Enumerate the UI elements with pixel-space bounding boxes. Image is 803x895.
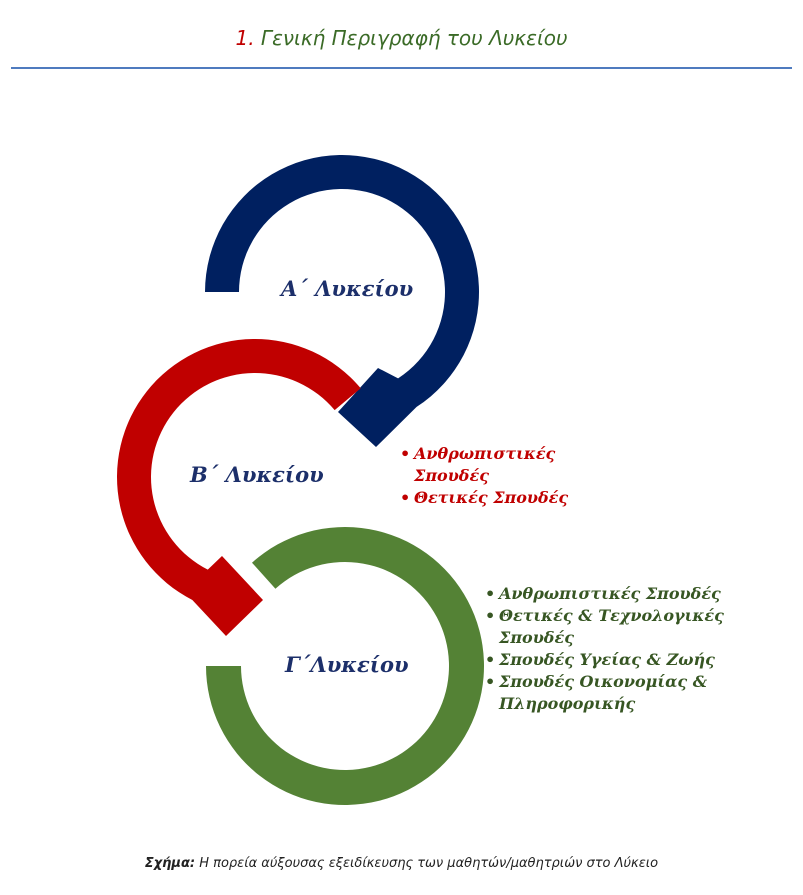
list-item: Ανθρωπιστικές Σπουδές — [400, 443, 600, 487]
stage-a-label: Α΄ Λυκείου — [281, 276, 414, 301]
list-item: Ανθρωπιστικές Σπουδές — [485, 583, 745, 605]
figure-caption: Σχήμα: Η πορεία αύξουσας εξειδίκευσης τω… — [0, 856, 803, 871]
stage-c-label: Γ΄Λυκείου — [285, 652, 409, 677]
section-title-text: Γενική Περιγραφή του Λυκείου — [260, 26, 568, 50]
section-title: 1. Γενική Περιγραφή του Λυκείου — [0, 26, 803, 50]
stage-b-specializations: Ανθρωπιστικές Σπουδές Θετικές Σπουδές — [400, 443, 600, 509]
stage-c-specializations: Ανθρωπιστικές Σπουδές Θετικές & Τεχνολογ… — [485, 583, 745, 715]
list-item: Θετικές Σπουδές — [400, 487, 600, 509]
title-divider — [11, 67, 792, 69]
stage-b-label: Β΄ Λυκείου — [190, 462, 324, 487]
list-item: Σπουδές Υγείας & Ζωής — [485, 649, 745, 671]
stage-a-arrow — [205, 155, 479, 448]
caption-prefix: Σχήμα: — [144, 856, 196, 871]
list-item: Θετικές & Τεχνολογικές Σπουδές — [485, 605, 745, 649]
section-number: 1. — [235, 26, 255, 50]
list-item: Σπουδές Οικονομίας & Πληροφορικής — [485, 671, 745, 715]
caption-text: Η πορεία αύξουσας εξειδίκευσης των μαθητ… — [195, 856, 659, 871]
stage-b-arrow — [117, 339, 361, 636]
